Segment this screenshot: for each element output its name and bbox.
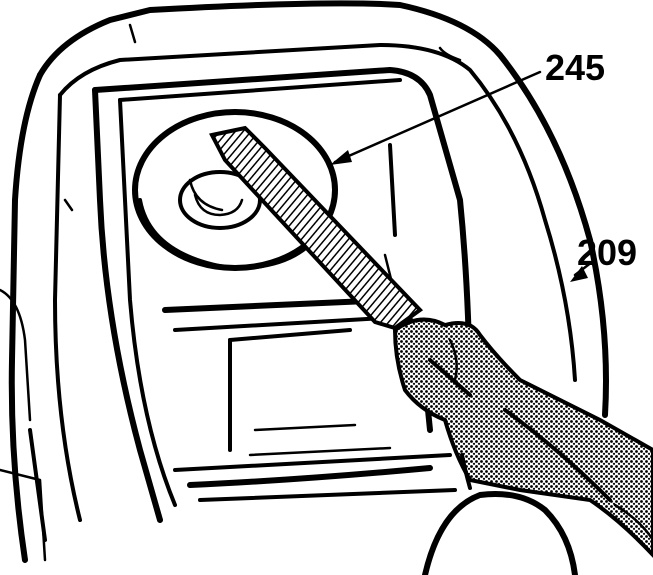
arrowhead-209 (570, 266, 588, 282)
hand-outline (422, 453, 653, 575)
leader-lines (330, 70, 594, 282)
tool-handle (392, 317, 653, 558)
lower-recess (162, 297, 457, 502)
arrowhead-245 (330, 150, 352, 165)
callout-245: 245 (545, 47, 605, 88)
callout-209: 209 (577, 232, 637, 273)
screwdriver-blade (209, 125, 424, 331)
housing-outline (0, 0, 609, 563)
